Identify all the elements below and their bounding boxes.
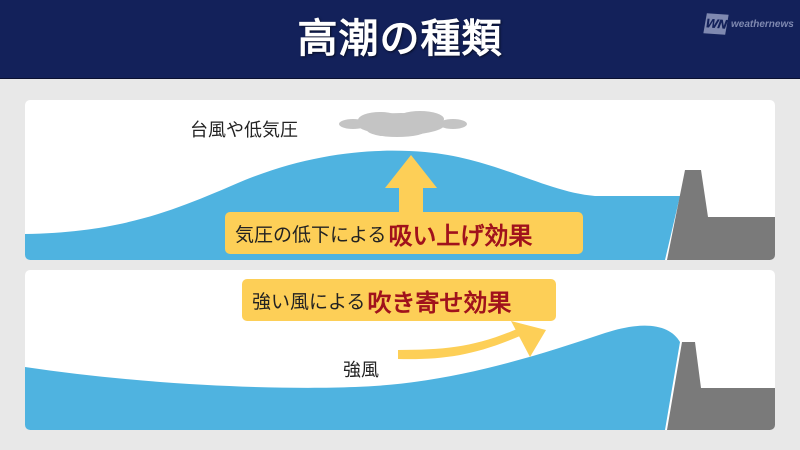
wind-setup-panel: 強風 強い風による 吹き寄せ効果: [25, 270, 775, 430]
sea-water: [25, 325, 680, 430]
wind-setup-illustration: [25, 321, 775, 430]
seawall-icon: [667, 342, 775, 430]
caption-emphasis: 吹き寄せ効果: [367, 288, 512, 317]
wind-arrow-icon: [398, 321, 546, 360]
page-title: 高潮の種類: [297, 16, 503, 62]
header-bar: 高潮の種類 WN weathernews: [0, 0, 800, 79]
wind-setup-caption: 強い風による 吹き寄せ効果: [242, 279, 556, 321]
wind-label: 強風: [343, 360, 379, 381]
weathernews-logo-icon: WN: [703, 13, 729, 35]
suction-effect-panel: 台風や低気圧 気圧の低下による 吸い上げ効果: [25, 100, 775, 260]
logo-text: weathernews: [731, 18, 794, 30]
caption-emphasis: 吸い上げ効果: [388, 221, 533, 250]
cloud-icon: [339, 111, 467, 137]
seawall-icon: [667, 170, 775, 260]
caption-prefix: 強い風による: [252, 290, 366, 313]
suction-effect-caption: 気圧の低下による 吸い上げ効果: [225, 212, 583, 254]
weathernews-logo: WN weathernews: [703, 12, 794, 36]
up-arrow-icon: [385, 155, 437, 212]
caption-prefix: 気圧の低下による: [235, 223, 387, 246]
cloud-label: 台風や低気圧: [190, 120, 298, 141]
